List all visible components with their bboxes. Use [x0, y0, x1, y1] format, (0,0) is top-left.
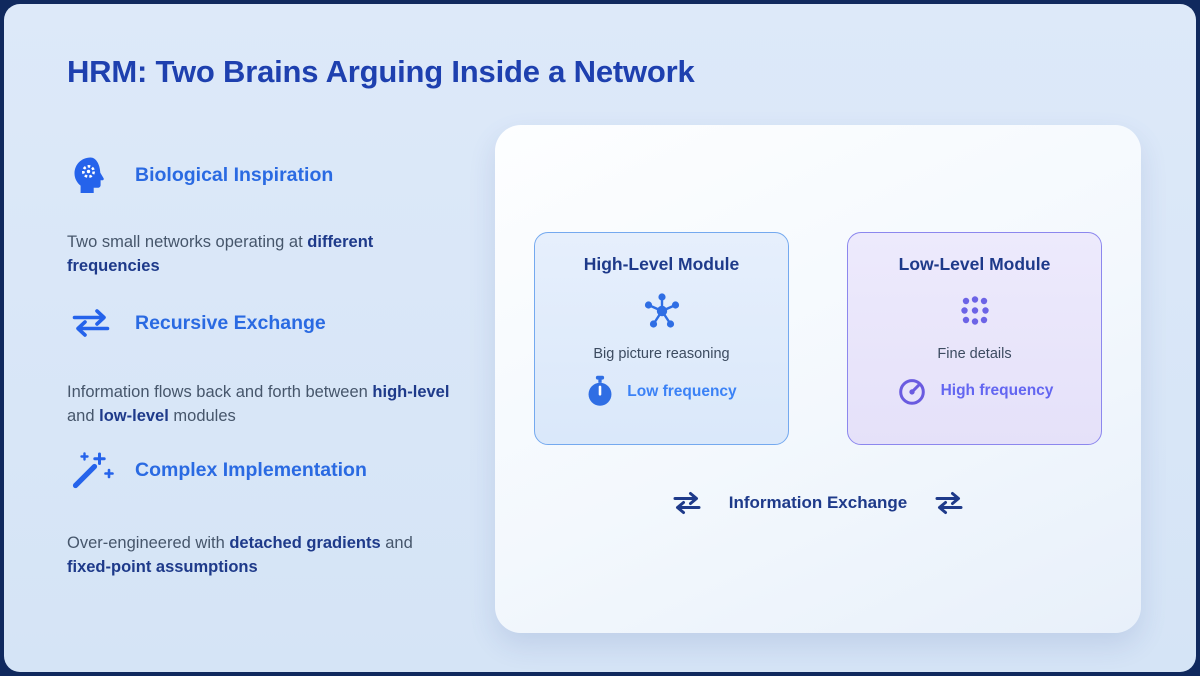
text-segment-bold: low-level — [99, 407, 169, 425]
swap-arrows-right-icon — [933, 491, 965, 515]
network-hub-icon — [639, 288, 685, 334]
slide-background: HRM: Two Brains Arguing Inside a Network… — [4, 4, 1196, 672]
exchange-label: Information Exchange — [728, 493, 908, 512]
low-level-module-card: Low-Level Module Fine details — [847, 232, 1102, 445]
section-heading: Complex Implementation — [135, 458, 367, 481]
text-segment: and — [380, 534, 413, 552]
text-segment: Over-engineered with — [67, 534, 230, 552]
diagram-panel: High-Level Module Big pictu — [495, 125, 1141, 633]
head-gear-icon — [67, 155, 115, 195]
swap-arrows-icon — [67, 308, 115, 338]
section-recursive-exchange: Recursive Exchange — [67, 300, 326, 346]
section-body: Information flows back and forth between… — [67, 380, 459, 428]
frequency-label: High frequency — [940, 382, 1054, 399]
section-heading: Biological Inspiration — [135, 163, 334, 186]
dot-grid-icon — [955, 288, 995, 334]
text-segment-bold: high-level — [372, 383, 450, 401]
card-description: Big picture reasoning — [593, 346, 730, 362]
section-body: Two small networks operating at differen… — [67, 230, 459, 278]
gauge-icon — [896, 375, 928, 407]
magic-wand-icon — [67, 447, 115, 493]
section-complex-implementation: Complex Implementation — [67, 447, 367, 493]
section-biological-inspiration: Biological Inspiration — [67, 152, 333, 198]
frequency-row: Low frequency — [586, 375, 737, 408]
swap-arrows-left-icon — [671, 491, 703, 515]
section-body: Over-engineered with detached gradients … — [67, 531, 459, 579]
text-segment: modules — [168, 407, 236, 425]
text-segment-bold: different frequencies — [67, 233, 374, 275]
frequency-row: High frequency — [896, 375, 1054, 407]
text-segment-bold: fixed-point assumptions — [67, 558, 258, 576]
text-segment: Information flows back and forth between — [67, 383, 373, 401]
information-exchange: Information Exchange — [495, 491, 1141, 515]
card-title: Low-Level Module — [898, 254, 1051, 274]
card-title: High-Level Module — [583, 254, 740, 274]
text-segment-bold: detached gradients — [229, 534, 381, 552]
text-segment: Two small networks operating at — [67, 233, 308, 251]
text-segment: and — [67, 407, 100, 425]
card-description: Fine details — [937, 346, 1012, 362]
stopwatch-icon — [586, 375, 614, 408]
page-title: HRM: Two Brains Arguing Inside a Network — [67, 54, 695, 89]
high-level-module-card: High-Level Module Big pictu — [534, 232, 789, 445]
section-heading: Recursive Exchange — [135, 311, 326, 334]
frequency-label: Low frequency — [627, 382, 737, 400]
